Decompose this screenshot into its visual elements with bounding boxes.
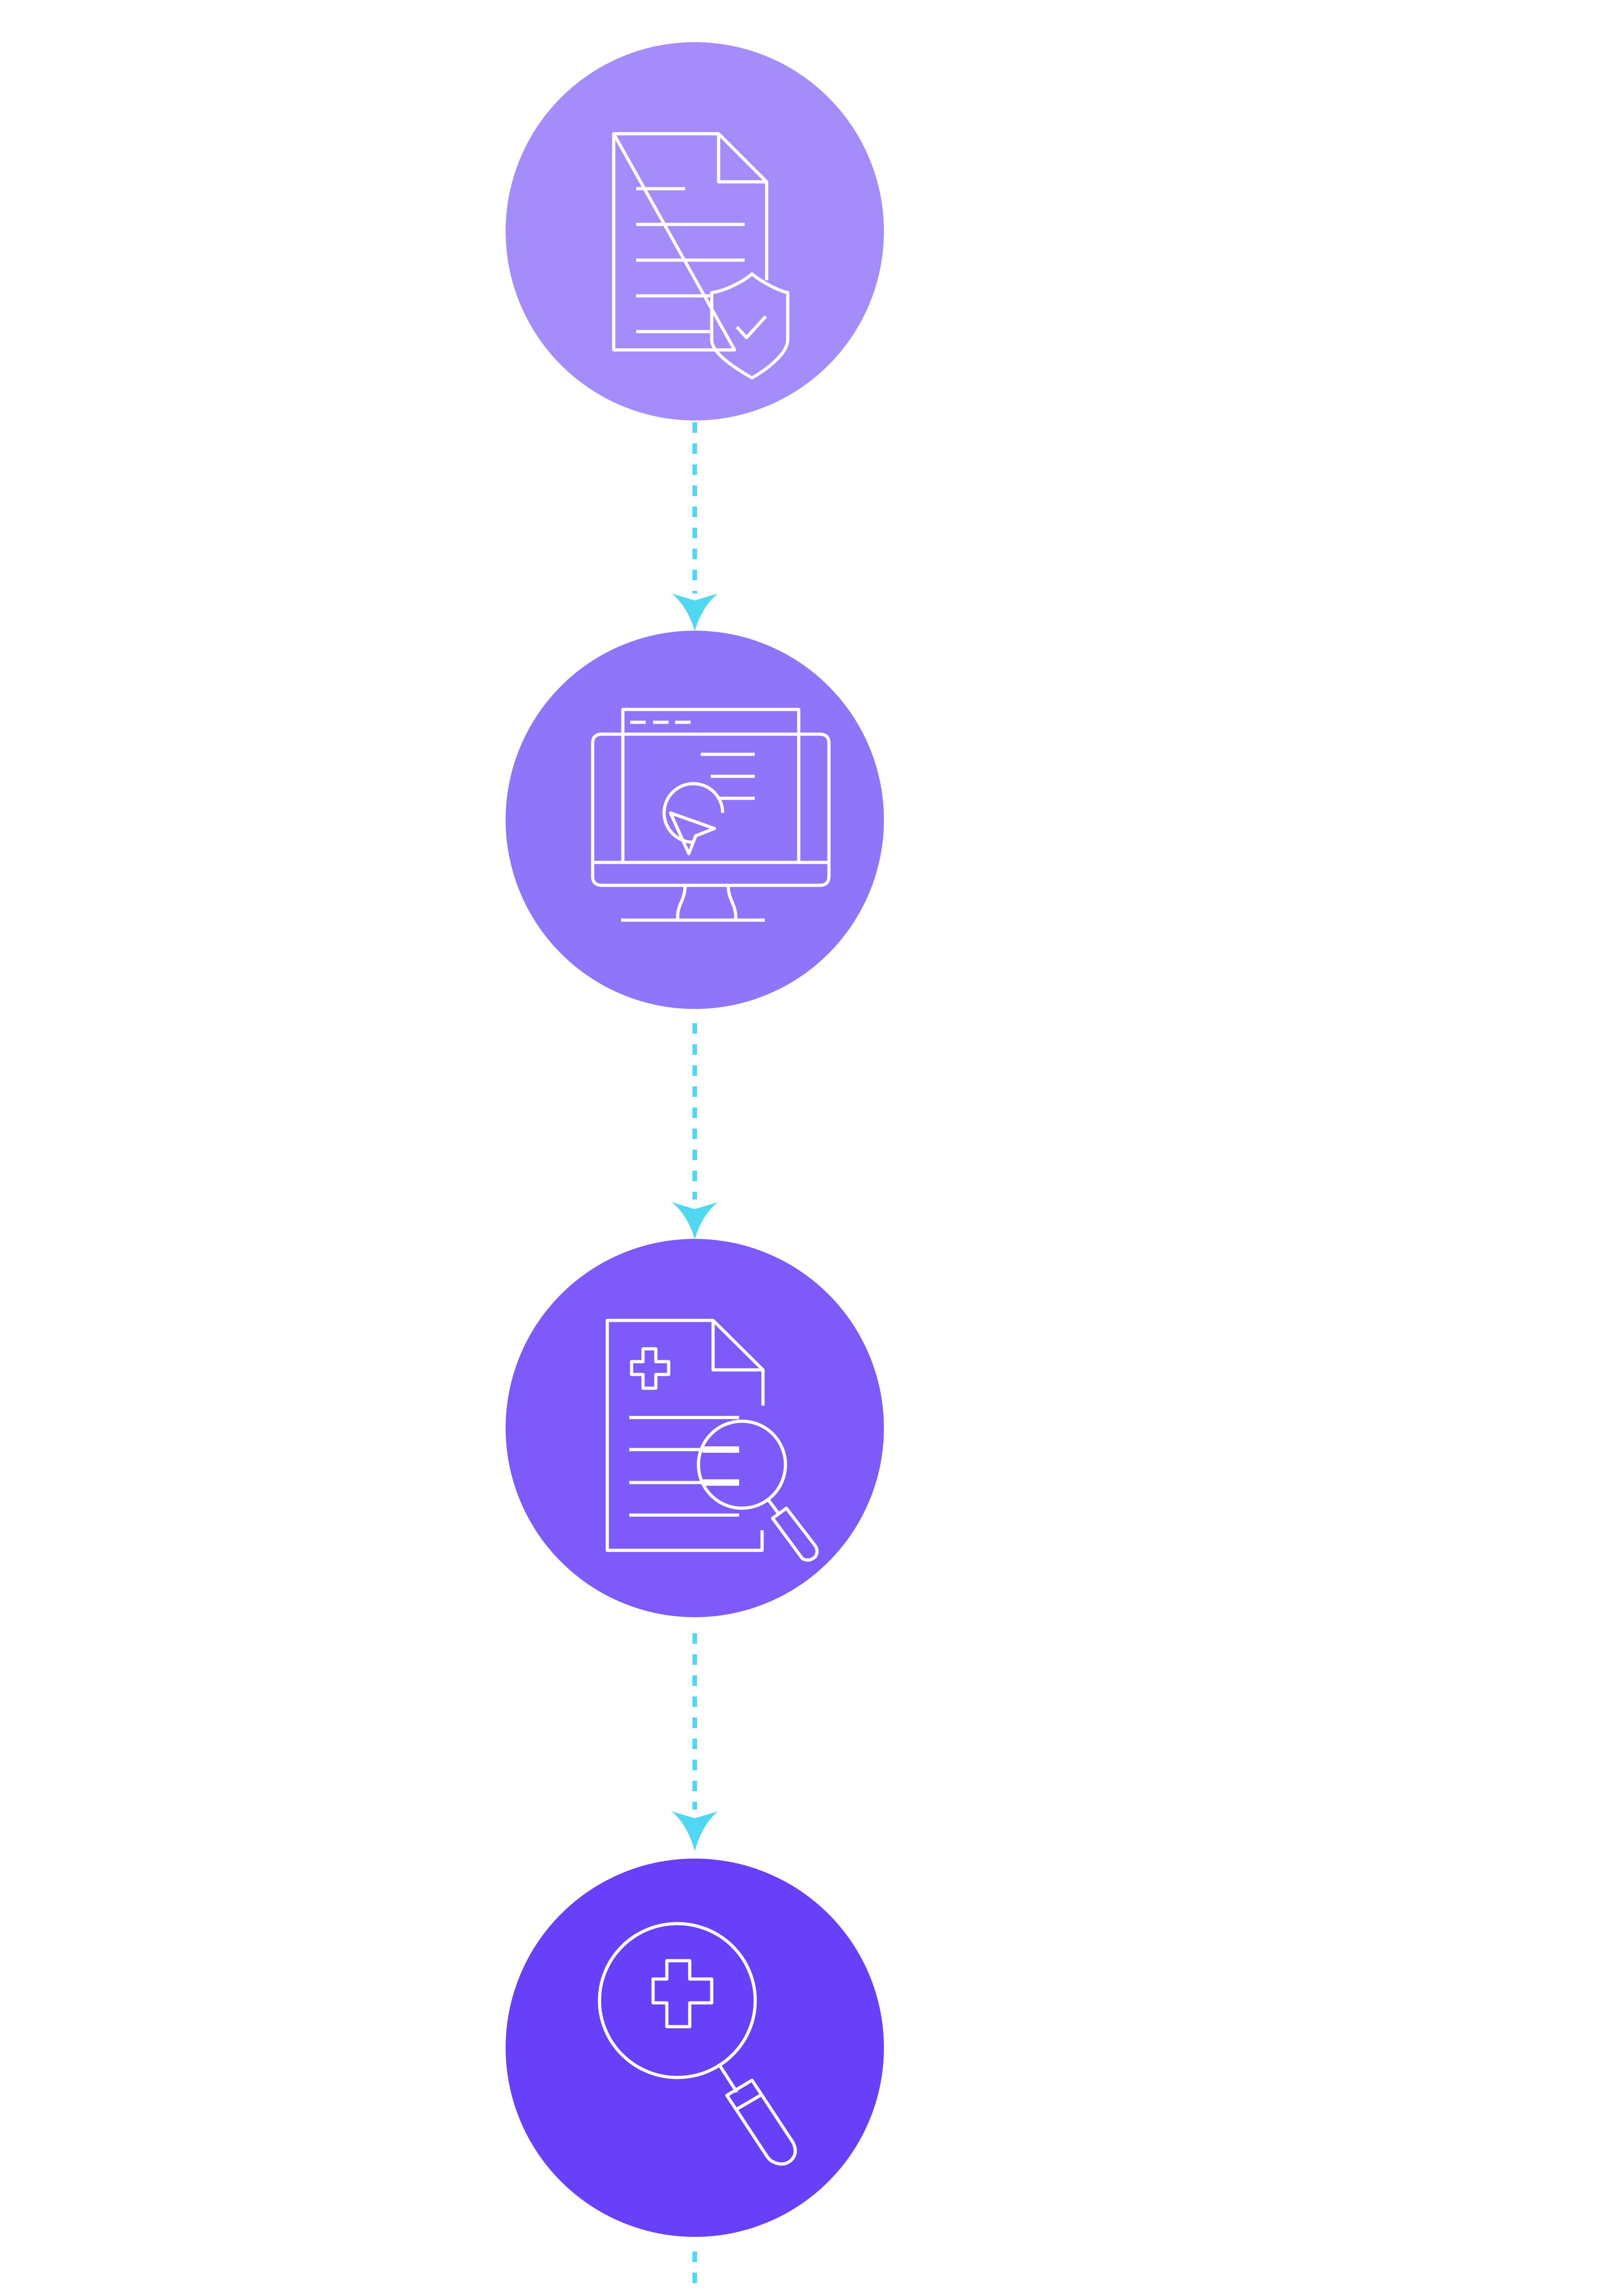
step-2-circle: [506, 631, 884, 1009]
connector-1-to-2: [672, 422, 718, 631]
connector-2-to-3: [672, 1023, 718, 1239]
arrowhead-icon: [672, 1811, 718, 1851]
step-1-circle: [506, 42, 884, 420]
arrowhead-icon: [672, 1202, 718, 1239]
magnifier-medical-cross-icon: [598, 1922, 797, 2166]
document-shield-check-icon: [612, 132, 790, 380]
connector-4-to-5: [692, 2252, 697, 2290]
arrowhead-icon: [672, 594, 718, 631]
medical-document-search-icon: [605, 1319, 819, 1562]
connector-3-to-4: [672, 1633, 718, 1851]
step-3-circle: [506, 1239, 884, 1617]
monitor-web-click-icon: [591, 708, 831, 922]
step-4-circle: [506, 1859, 884, 2237]
